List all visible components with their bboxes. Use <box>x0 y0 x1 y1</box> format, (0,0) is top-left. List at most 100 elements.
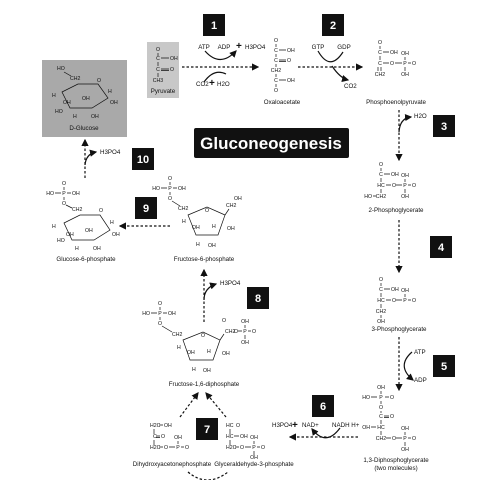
svg-text:H: H <box>212 224 216 230</box>
step-badge-10: 10 <box>132 148 154 170</box>
svg-text:H: H <box>196 242 200 248</box>
h2o-label: H2O <box>217 81 230 88</box>
svg-text:4: 4 <box>438 242 445 254</box>
svg-text:O: O <box>222 318 226 324</box>
3-phosphoglycerate-structure: O C OH HC O P O OH CH2 OH 3-Phosphoglyce… <box>371 277 427 333</box>
svg-text:O: O <box>274 88 278 94</box>
svg-text:OH: OH <box>187 350 195 356</box>
svg-text:H: H <box>73 114 77 120</box>
step2-cofactor-arc <box>317 50 344 63</box>
step1-cofactor-arc <box>204 50 237 61</box>
d-glucose-label: D-Glucose <box>69 125 99 132</box>
nadh-label: NADH H+ <box>332 422 360 429</box>
svg-text:H: H <box>192 367 196 373</box>
1-3-diphosphoglycerate-structure: OH P HO O O C O HC OH CH2 O P O OH OH 1,… <box>362 385 429 472</box>
svg-text:O: O <box>201 333 205 339</box>
adp-label: ADP <box>414 377 427 384</box>
svg-text:O: O <box>252 329 256 335</box>
svg-text:CH2: CH2 <box>70 76 80 82</box>
svg-text:OH: OH <box>362 425 370 431</box>
svg-text:O: O <box>240 445 244 451</box>
svg-text:H: H <box>52 224 56 230</box>
svg-text:O: O <box>205 208 209 214</box>
svg-text:HC: HC <box>377 425 385 431</box>
svg-text:H: H <box>207 349 211 355</box>
svg-text:OH: OH <box>112 232 120 238</box>
svg-text:O: O <box>287 58 291 64</box>
svg-text:OH: OH <box>110 100 118 106</box>
svg-text:H: H <box>182 219 186 225</box>
plus-sign: + <box>209 78 215 89</box>
svg-text:C: C <box>378 61 382 67</box>
svg-text:HO: HO <box>362 395 370 401</box>
svg-text:HC: HC <box>226 434 234 440</box>
fructose-6-phosphate-label: Fructose-6-phosphate <box>174 256 235 263</box>
svg-text:O: O <box>234 329 238 335</box>
svg-text:OH: OH <box>222 351 230 357</box>
svg-text:O: O <box>379 405 383 411</box>
step-badge-3: 3 <box>433 115 455 137</box>
h3po4-label: H3PO4 <box>245 44 266 51</box>
step-badge-2: 2 <box>322 14 344 36</box>
svg-text:C: C <box>379 172 383 178</box>
svg-text:OH: OH <box>391 287 399 293</box>
svg-text:OH: OH <box>72 191 80 197</box>
svg-text:O: O <box>236 423 240 429</box>
nad-label: NAD+ <box>302 422 319 429</box>
svg-text:HO: HO <box>142 311 150 317</box>
d-glucose-structure: HO CH2 O H H OH OH OH HO H OH D-Glucose <box>42 60 127 137</box>
svg-text:5: 5 <box>441 361 447 373</box>
dihydroxyacetonephosphate-label: Dihydroxyacetonephosphate <box>133 461 212 468</box>
pyruvate-structure: O C OH C O CH3 Pyruvate <box>147 42 179 98</box>
svg-text:OH: OH <box>227 226 235 232</box>
svg-text:2: 2 <box>330 20 336 32</box>
svg-text:P: P <box>403 61 407 67</box>
step-badge-5: 5 <box>433 355 455 377</box>
svg-text:C: C <box>274 78 278 84</box>
svg-text:O: O <box>392 298 396 304</box>
svg-text:OH: OH <box>401 426 409 432</box>
svg-text:6: 6 <box>320 401 326 413</box>
svg-text:OH: OH <box>63 100 71 106</box>
svg-text:OH: OH <box>66 232 74 238</box>
2-phosphoglycerate-structure: O C OH HC O P O OH OH CH2 HO 2-Phosphogl… <box>364 162 424 214</box>
svg-text:O: O <box>62 181 66 187</box>
svg-text:3: 3 <box>441 121 447 133</box>
h3po4-label: H3PO4 <box>220 280 241 287</box>
svg-text:OH: OH <box>85 228 93 234</box>
svg-text:HO: HO <box>57 238 65 244</box>
svg-text:O: O <box>390 61 394 67</box>
svg-text:OH: OH <box>401 72 409 78</box>
svg-text:C: C <box>153 434 157 440</box>
gdp-label: GDP <box>337 44 350 51</box>
svg-text:O: O <box>62 201 66 207</box>
svg-text:O: O <box>97 78 101 84</box>
svg-text:P: P <box>243 329 247 335</box>
svg-text:H2C: H2C <box>150 445 161 451</box>
svg-text:O: O <box>185 445 189 451</box>
svg-text:P: P <box>403 183 407 189</box>
svg-text:C: C <box>274 48 278 54</box>
svg-text:H: H <box>177 345 181 351</box>
svg-text:CH2: CH2 <box>178 206 188 212</box>
svg-text:HO: HO <box>152 186 160 192</box>
glucose-6-phosphate-structure: O P HO OH O CH2 O H H OH OH OH HO H OH G… <box>46 181 120 263</box>
title-box <box>194 128 349 158</box>
step7-arrow-from-gap <box>205 392 227 418</box>
svg-text:O: O <box>392 436 396 442</box>
fructose-1-6-diphosphate-label: Fructose-1,6-diphosphate <box>169 381 240 388</box>
svg-text:O: O <box>378 40 382 46</box>
svg-text:10: 10 <box>137 154 149 166</box>
svg-text:P: P <box>403 436 407 442</box>
svg-text:O: O <box>379 277 383 283</box>
oxaloacetate-label: Oxaloacetate <box>264 99 301 106</box>
svg-text:C: C <box>379 414 383 420</box>
svg-text:P: P <box>168 186 172 192</box>
svg-text:OH: OH <box>240 434 248 440</box>
svg-text:O: O <box>379 162 383 168</box>
svg-text:O: O <box>412 298 416 304</box>
diagram-title: Gluconeogenesis <box>200 134 342 153</box>
step7-arrow-from-dhap <box>179 392 199 418</box>
svg-text:P: P <box>62 191 66 197</box>
svg-text:OH: OH <box>93 246 101 252</box>
